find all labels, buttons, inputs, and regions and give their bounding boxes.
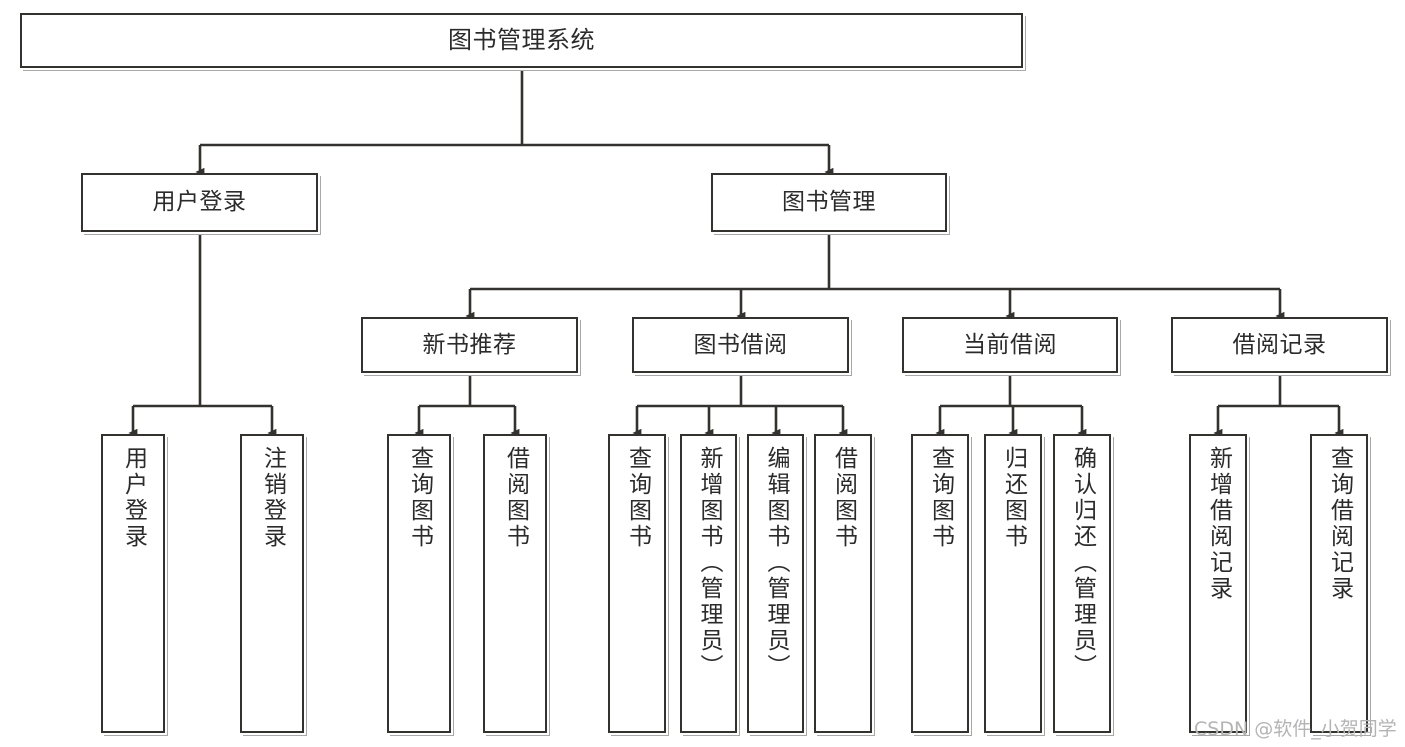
node-current-borrow[interactable]: 当前借阅 <box>902 317 1118 373</box>
node-label: 借阅图书 <box>502 446 529 550</box>
node-label: 查询图书 <box>927 446 954 550</box>
node-label: 新增借阅记录 <box>1205 446 1232 602</box>
node-label: 借阅记录 <box>1232 331 1327 358</box>
node-leaf-edit-book[interactable]: 编辑图书（管理员） <box>747 434 804 733</box>
node-label: 图书管理系统 <box>448 25 595 54</box>
node-label: 用户登录 <box>152 189 247 216</box>
node-leaf-borrow-book-2[interactable]: 借阅图书 <box>814 434 872 733</box>
node-root[interactable]: 图书管理系统 <box>20 13 1023 68</box>
node-label: 查询图书 <box>406 446 433 550</box>
node-label: 图书借阅 <box>693 331 788 358</box>
node-leaf-query-book-2[interactable]: 查询图书 <box>608 434 666 733</box>
node-leaf-add-book[interactable]: 新增图书（管理员） <box>680 434 737 733</box>
node-label: 编辑图书（管理员） <box>763 446 789 680</box>
node-label: 查询图书 <box>624 446 651 550</box>
node-label: 新增图书（管理员） <box>696 446 722 680</box>
node-label: 借阅图书 <box>830 446 857 550</box>
node-label: 归还图书 <box>1000 446 1027 550</box>
node-user-login[interactable]: 用户登录 <box>81 173 318 232</box>
node-leaf-query-book-3[interactable]: 查询图书 <box>911 434 969 733</box>
node-label: 确认归还（管理员） <box>1069 446 1096 680</box>
node-label: 注销登录 <box>259 446 286 550</box>
node-borrow-record[interactable]: 借阅记录 <box>1171 317 1388 373</box>
node-label: 图书管理 <box>782 189 876 216</box>
node-leaf-add-record[interactable]: 新增借阅记录 <box>1189 434 1247 733</box>
node-leaf-borrow-book-1[interactable]: 借阅图书 <box>483 434 547 733</box>
node-book-borrow[interactable]: 图书借阅 <box>632 317 849 373</box>
node-leaf-return-book[interactable]: 归还图书 <box>984 434 1042 733</box>
node-leaf-query-book-1[interactable]: 查询图书 <box>387 434 451 733</box>
node-label: 新书推荐 <box>422 331 517 358</box>
node-leaf-user-login[interactable]: 用户登录 <box>101 434 165 733</box>
node-book-manage[interactable]: 图书管理 <box>711 173 947 232</box>
node-new-book-rec[interactable]: 新书推荐 <box>361 317 578 373</box>
node-label: 查询借阅记录 <box>1326 446 1353 602</box>
node-leaf-query-record[interactable]: 查询借阅记录 <box>1310 434 1368 733</box>
node-label: 当前借阅 <box>963 331 1057 358</box>
node-leaf-confirm-return[interactable]: 确认归还（管理员） <box>1053 434 1111 733</box>
watermark-csdn: CSDN @软件_小贺同学 <box>1194 718 1397 740</box>
node-leaf-user-logout[interactable]: 注销登录 <box>240 434 304 733</box>
node-label: 用户登录 <box>120 446 147 550</box>
